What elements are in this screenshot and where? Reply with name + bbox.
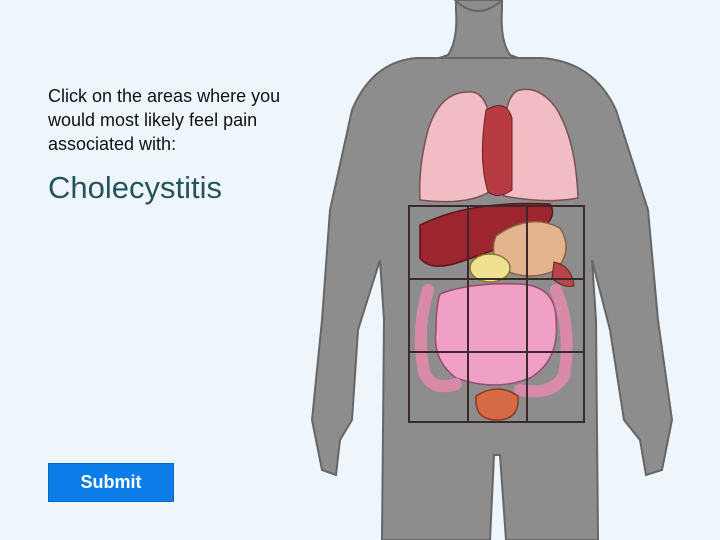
submit-button[interactable]: Submit [48, 463, 174, 502]
region-right-lower[interactable] [408, 351, 469, 423]
bladder-illustration [475, 388, 519, 421]
question-prompt: Click on the areas where you would most … [48, 86, 281, 154]
condition-name: Cholecystitis [48, 170, 222, 205]
region-right-upper[interactable] [408, 205, 469, 280]
heart-illustration [481, 105, 513, 196]
region-hypogastric[interactable] [467, 351, 528, 423]
abdomen-region-grid [408, 205, 585, 423]
region-left-lower[interactable] [526, 351, 585, 423]
region-umbilical[interactable] [467, 278, 528, 353]
region-left-upper[interactable] [526, 205, 585, 280]
region-left-lateral[interactable] [526, 278, 585, 353]
gallbladder-illustration [469, 253, 511, 283]
region-right-lateral[interactable] [408, 278, 469, 353]
region-epigastric[interactable] [467, 205, 528, 280]
